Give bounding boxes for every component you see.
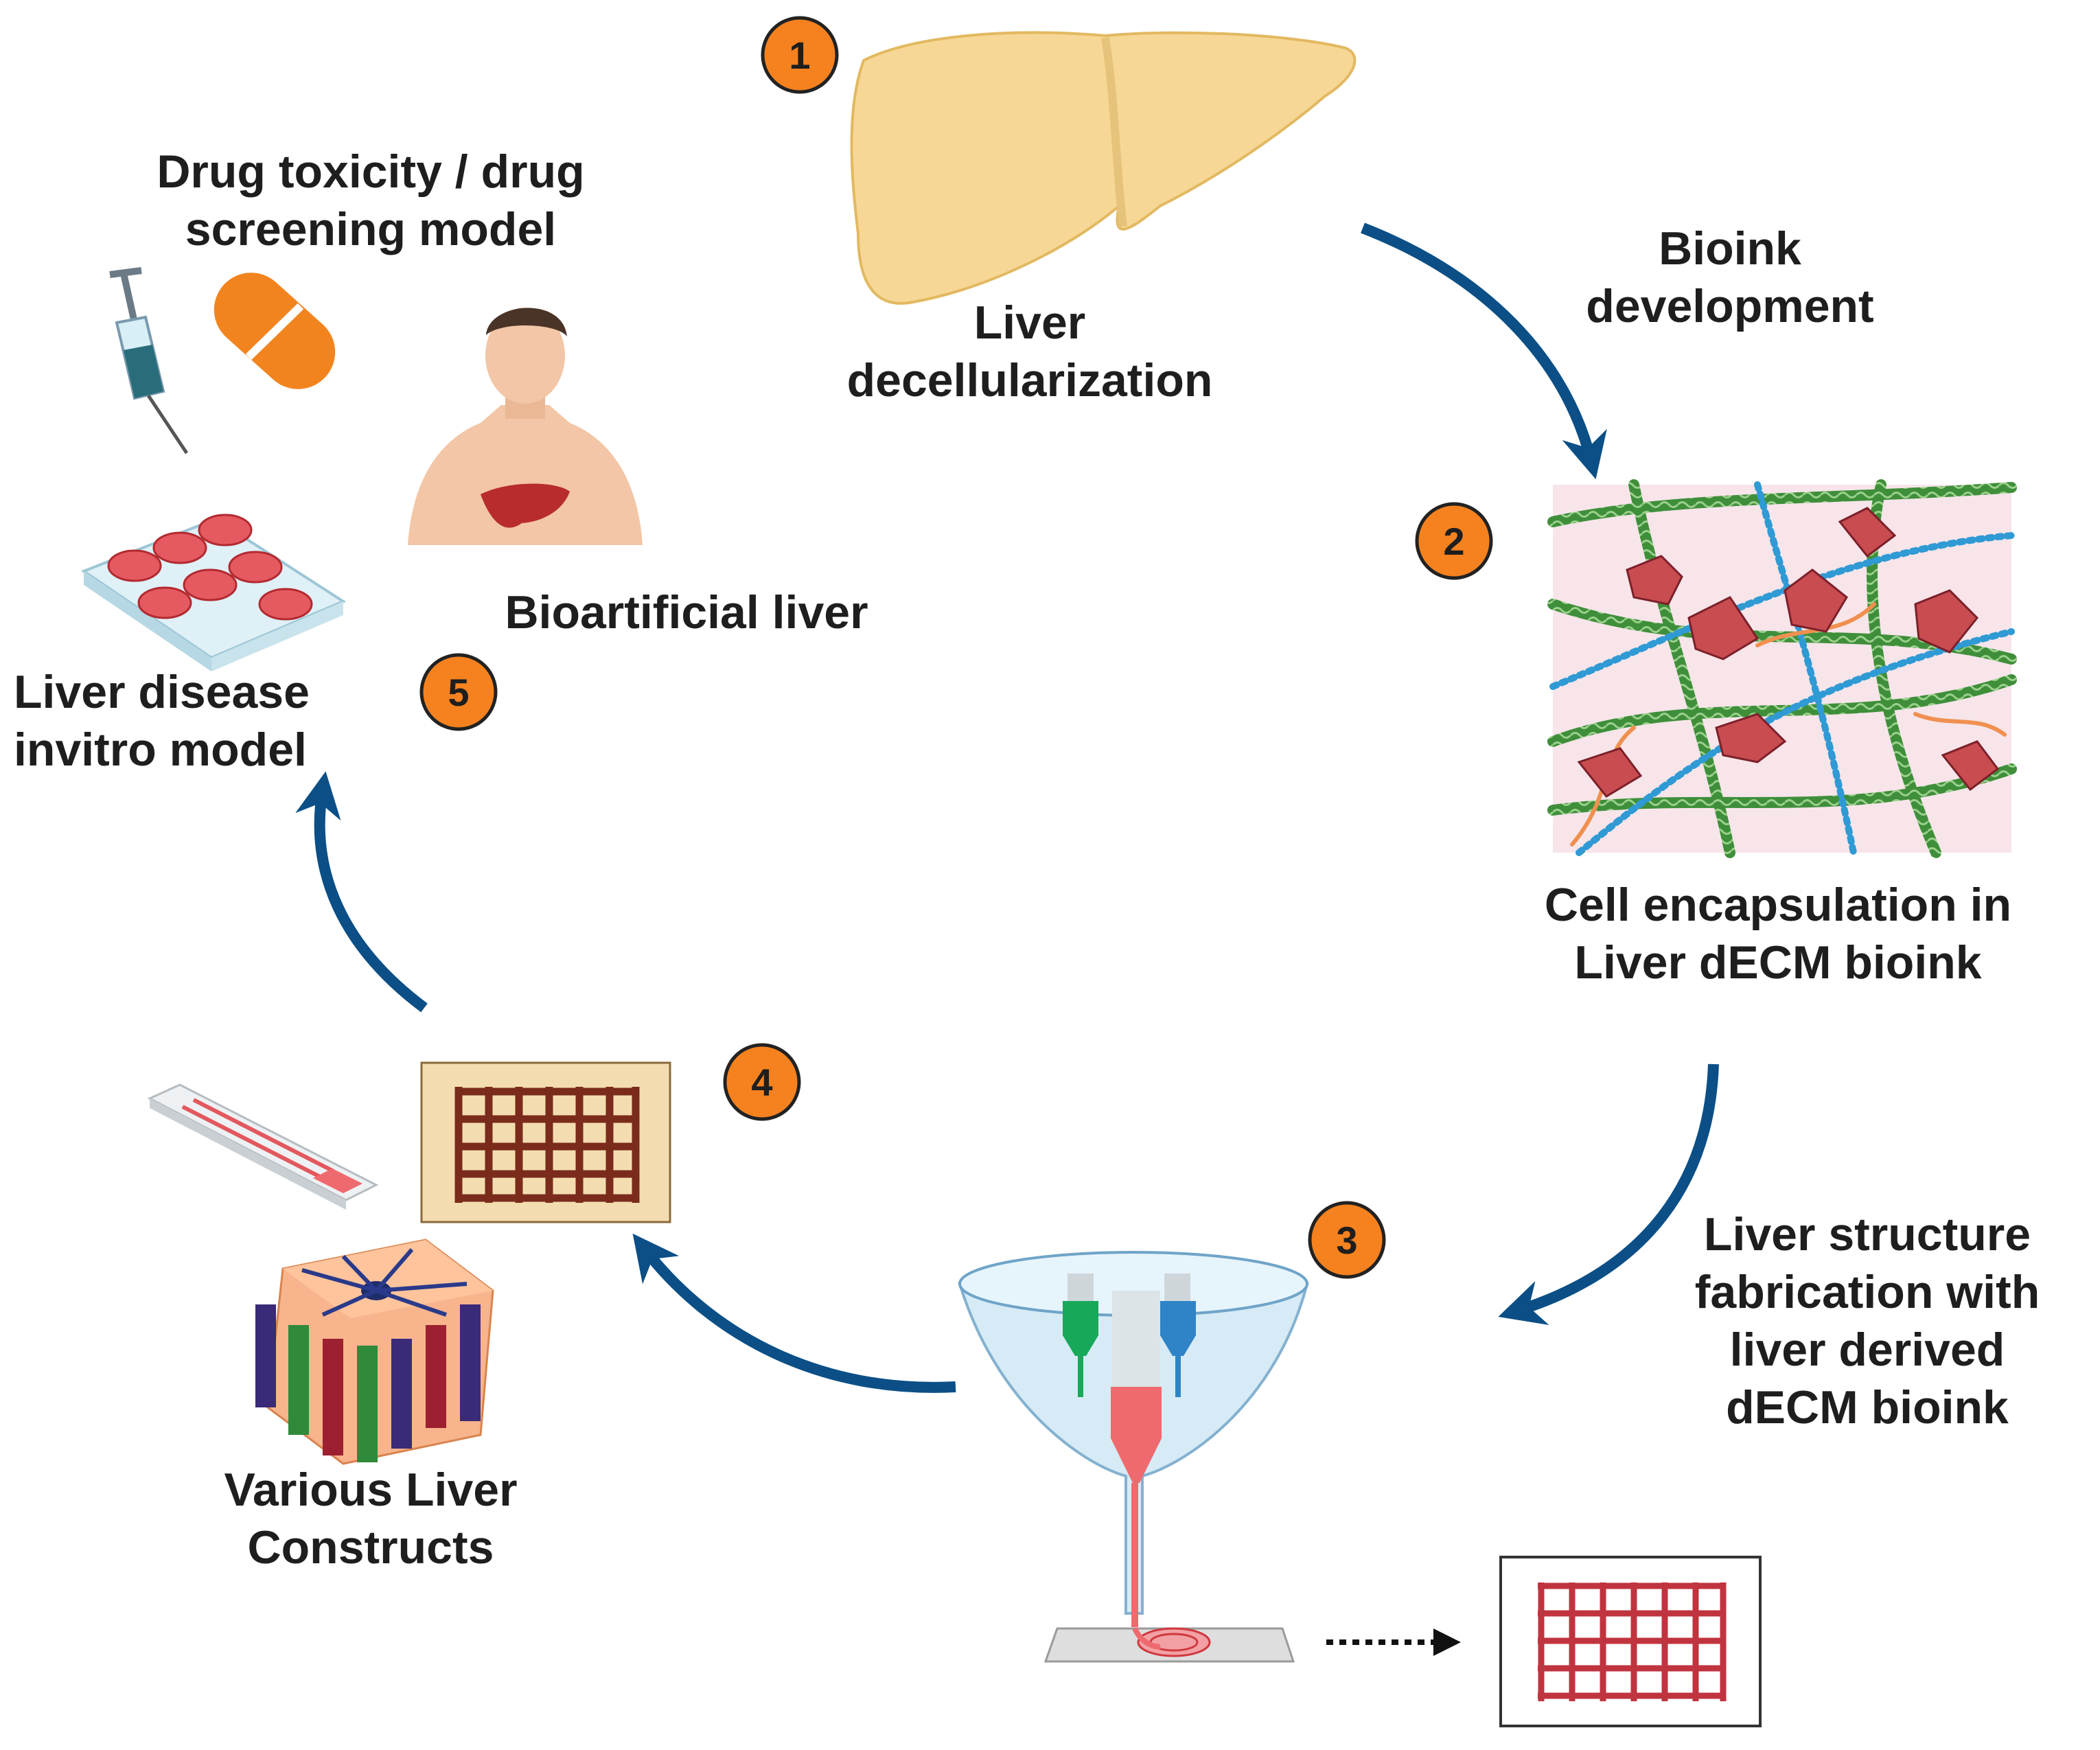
lobule-construct-icon bbox=[255, 1239, 494, 1465]
step-badges: 1 2 3 4 5 bbox=[419, 16, 1493, 1279]
svg-text:3: 3 bbox=[1336, 1219, 1357, 1262]
microfluidic-chip-icon bbox=[147, 1083, 379, 1210]
arrow-4-to-5 bbox=[295, 771, 428, 1013]
arrow-1-to-2 bbox=[1361, 222, 1607, 480]
step-badge-5: 5 bbox=[419, 653, 498, 731]
arrow-3-to-4 bbox=[632, 1233, 956, 1393]
human-torso-icon bbox=[408, 308, 643, 545]
liver-icon bbox=[850, 31, 1357, 305]
scaffold-grid-icon bbox=[420, 1061, 671, 1223]
svg-text:1: 1 bbox=[789, 34, 810, 77]
pill-icon bbox=[214, 273, 336, 389]
step-badge-3: 3 bbox=[1308, 1201, 1386, 1279]
svg-text:5: 5 bbox=[448, 671, 469, 714]
step-badge-2: 2 bbox=[1415, 502, 1493, 580]
arrow-2-to-3 bbox=[1498, 1063, 1719, 1326]
step-badge-4: 4 bbox=[723, 1043, 801, 1121]
syringe-icon bbox=[109, 267, 189, 454]
bioprinter-funnel-icon bbox=[958, 1251, 1309, 1663]
svg-text:2: 2 bbox=[1443, 520, 1464, 563]
step-badge-1: 1 bbox=[761, 16, 839, 94]
cycle-arrows bbox=[295, 222, 1719, 1656]
svg-text:4: 4 bbox=[751, 1061, 772, 1104]
well-plate-icon bbox=[80, 514, 347, 671]
bioartificial-liver-label: Bioartificial liver bbox=[505, 586, 868, 638]
printed-grid-icon bbox=[1499, 1556, 1762, 1727]
ecm-cell-network-icon bbox=[1547, 479, 2017, 858]
